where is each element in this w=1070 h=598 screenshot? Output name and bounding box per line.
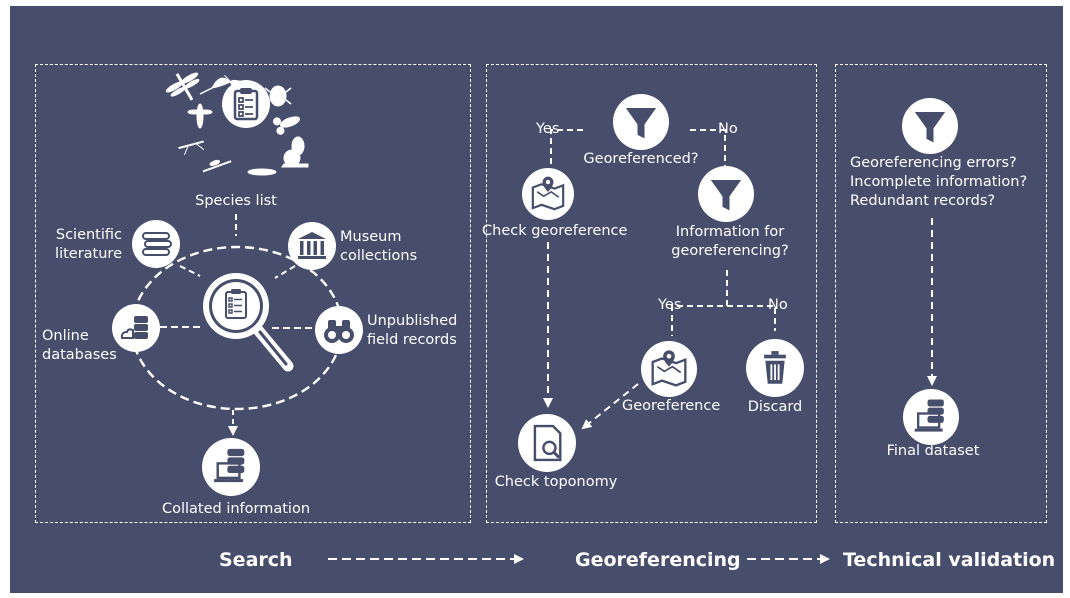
information-question-label: Information for georeferencing? bbox=[670, 223, 790, 261]
trash-icon bbox=[746, 339, 804, 397]
phase-georeferencing: Georeferencing bbox=[575, 549, 741, 571]
discard-label: Discard bbox=[747, 399, 803, 415]
books-icon bbox=[132, 220, 180, 268]
scientific-literature-label: Scientific literature bbox=[36, 226, 122, 264]
museum-collections-text: Museum collections bbox=[340, 229, 418, 264]
database-laptop-icon bbox=[903, 389, 959, 445]
validation-panel bbox=[835, 64, 1047, 523]
unpublished-field-records-text: Unpublished field records bbox=[367, 313, 458, 348]
museum-icon bbox=[288, 222, 336, 270]
diagram-canvas: Species list Scientific literature Museu… bbox=[10, 6, 1063, 593]
map-pin-icon bbox=[522, 168, 574, 220]
validation-questions-label: Georeferencing errors? Incomplete inform… bbox=[850, 154, 1027, 211]
yes-label-2: Yes bbox=[658, 297, 682, 313]
final-dataset-label: Final dataset bbox=[886, 443, 980, 459]
species-list-label: Species list bbox=[195, 193, 277, 209]
yes-label-1: Yes bbox=[536, 121, 560, 137]
insects-icon bbox=[165, 72, 309, 176]
scientific-literature-text: Scientific literature bbox=[55, 227, 122, 262]
document-search-icon bbox=[518, 414, 576, 472]
map-pin-icon bbox=[641, 341, 697, 397]
database-cloud-icon bbox=[112, 304, 160, 352]
information-question-text: Information for georeferencing? bbox=[671, 224, 789, 259]
museum-collections-label: Museum collections bbox=[340, 228, 417, 266]
database-laptop-icon bbox=[202, 438, 260, 496]
online-databases-label: Online databases bbox=[42, 327, 117, 365]
unpublished-field-records-label: Unpublished field records bbox=[367, 312, 457, 350]
no-label-2: No bbox=[768, 297, 788, 313]
no-label-1: No bbox=[718, 121, 738, 137]
binoculars-icon bbox=[315, 306, 363, 354]
phase-technical-validation: Technical validation bbox=[843, 549, 1056, 571]
funnel-icon bbox=[613, 94, 669, 150]
search-panel bbox=[35, 64, 471, 523]
funnel-icon bbox=[902, 98, 958, 154]
online-databases-text: Online databases bbox=[42, 328, 117, 363]
georeferenced-question-label: Georeferenced? bbox=[583, 151, 699, 167]
magnifier-clipboard-icon bbox=[203, 273, 294, 372]
check-georeference-label: Check georeference bbox=[482, 223, 628, 239]
validation-questions-text: Georeferencing errors? Incomplete inform… bbox=[850, 155, 1028, 209]
collated-information-label: Collated information bbox=[161, 501, 311, 517]
georeferencing-panel bbox=[486, 64, 817, 523]
funnel-icon bbox=[698, 166, 754, 222]
georeference-label: Georeference bbox=[622, 398, 721, 414]
phase-search: Search bbox=[219, 549, 293, 571]
clipboard-icon bbox=[222, 80, 270, 128]
check-toponomy-label: Check toponomy bbox=[494, 474, 618, 490]
